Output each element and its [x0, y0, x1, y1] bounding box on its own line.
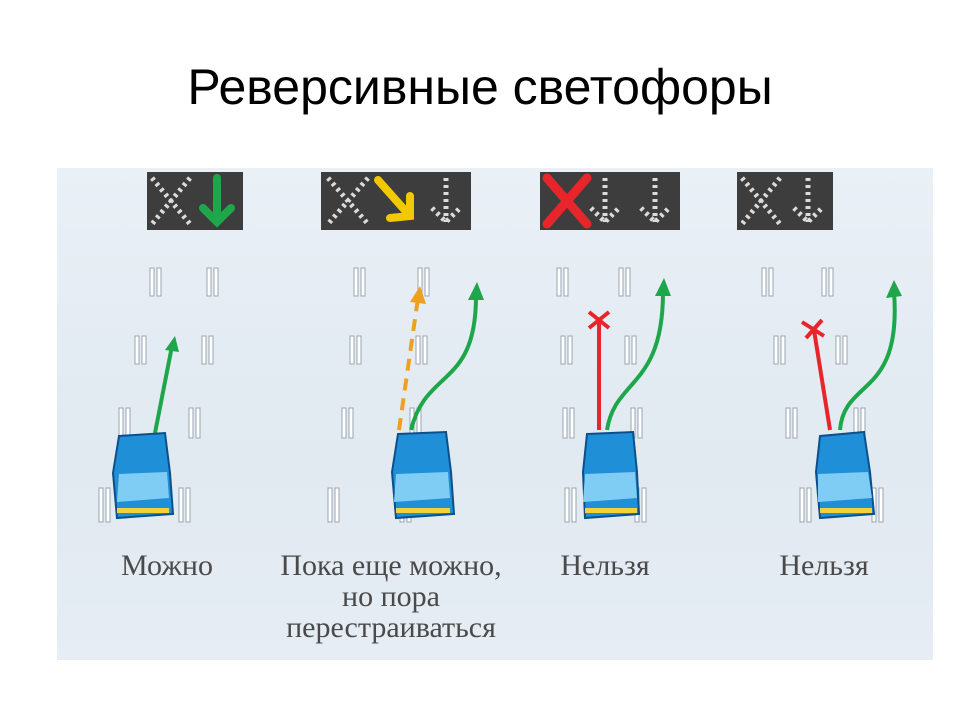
- signal-box: [321, 172, 471, 230]
- red-blocked-arrow: [800, 318, 832, 431]
- scene-forbidden-1: Нельзя: [495, 168, 714, 660]
- scene-4-graphic: [737, 172, 902, 523]
- scene-3-graphic: [540, 172, 680, 523]
- red-blocked-arrow: [587, 310, 611, 430]
- yellow-diagonal-arrow-icon: [374, 176, 414, 222]
- car-icon: [581, 430, 641, 520]
- dotted-x-icon: [326, 176, 370, 226]
- dotted-down-arrow-icon: [792, 178, 824, 226]
- green-path-arrow: [605, 278, 671, 431]
- car-icon: [111, 431, 175, 520]
- scene-forbidden-2: Нельзя: [714, 168, 933, 660]
- lane-markings: [98, 267, 219, 523]
- caption-forbidden-1: Нельзя: [560, 549, 650, 582]
- signal-box: [737, 172, 833, 230]
- dotted-x-icon: [740, 176, 782, 226]
- caption-rebuild: Пока еще можно, но пора перестраиваться: [280, 549, 502, 644]
- illustration-panel: Можно: [57, 168, 933, 660]
- dotted-x-icon: [150, 176, 192, 226]
- dashed-orange-arrow: [397, 286, 426, 431]
- green-path-arrow: [153, 336, 179, 434]
- green-down-arrow-icon: [199, 174, 235, 228]
- slide-title: Реверсивные светофоры: [187, 59, 773, 115]
- scene-1-graphic: [98, 172, 243, 523]
- dotted-down-arrow-icon: [589, 178, 671, 226]
- scene-2-graphic: [321, 172, 484, 523]
- signal-box: [147, 172, 243, 230]
- green-path-arrow: [409, 282, 484, 431]
- lane-markings: [761, 267, 884, 523]
- green-path-arrow: [838, 280, 902, 431]
- car-icon: [814, 430, 876, 520]
- car-icon: [390, 430, 456, 520]
- caption-forbidden-2: Нельзя: [779, 549, 869, 582]
- dotted-down-arrow-icon: [430, 178, 462, 226]
- red-x-icon: [542, 173, 592, 229]
- signal-box: [540, 172, 680, 230]
- caption-allowed: Можно: [121, 549, 213, 582]
- scene-allowed: Можно: [57, 168, 276, 660]
- scene-rebuild: Пока еще можно, но пора перестраиваться: [276, 168, 502, 660]
